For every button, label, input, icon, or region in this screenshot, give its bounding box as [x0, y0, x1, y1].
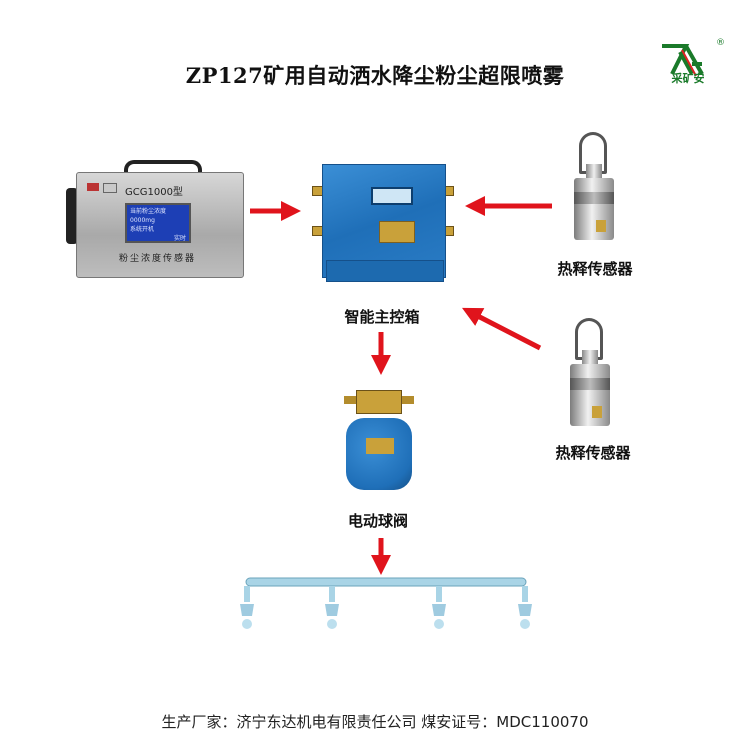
nozzle-icon	[240, 586, 254, 629]
sensor-cylinder	[570, 364, 610, 426]
diagram-title: ZP127矿用自动洒水降尘粉尘超限喷雾	[185, 63, 565, 88]
nozzle-icon	[432, 586, 446, 629]
pir-sensor-2-label: 热释传感器	[555, 444, 631, 462]
nameplate-icon	[379, 221, 415, 243]
main-control-box	[308, 156, 456, 296]
sensor-cap	[586, 164, 602, 178]
sensor-model: GCG1000型	[125, 187, 183, 198]
screen-line: 0000mg	[130, 217, 155, 224]
sensor-band	[570, 378, 610, 390]
view-window	[371, 187, 413, 205]
sensor-name: 粉尘浓度传感器	[119, 254, 197, 264]
dust-sensor: GCG1000型 当前粉尘浓度 0000mg 系统开机 实时 粉尘浓度传感器	[66, 160, 248, 280]
tag-icon	[596, 220, 606, 232]
screen-line: 实时	[173, 235, 186, 242]
nozzle-icon	[518, 586, 532, 629]
sensor-screen: 当前粉尘浓度 0000mg 系统开机 实时	[125, 203, 191, 243]
main-box-label: 智能主控箱	[344, 308, 420, 326]
manufacturer-footer: 生产厂家：济宁东达机电有限责任公司 煤安证号：MDC110070	[161, 713, 589, 731]
sensor-band	[574, 192, 614, 204]
spray-pipe	[240, 577, 532, 629]
box-housing	[322, 164, 446, 278]
pir-sensor-1	[570, 132, 620, 252]
tag-icon	[592, 406, 602, 418]
pir-sensor-2	[566, 318, 616, 438]
registered-mark: ®	[716, 38, 725, 48]
sensor-housing: GCG1000型 当前粉尘浓度 0000mg 系统开机 实时 粉尘浓度传感器	[76, 172, 244, 278]
valve-housing	[346, 418, 412, 490]
sensor-cap	[582, 350, 598, 364]
valve-label: 电动球阀	[347, 512, 408, 530]
arrow-pir2-to-box	[461, 307, 542, 351]
screen-line: 系统开机	[130, 226, 155, 233]
nameplate-icon	[366, 438, 394, 454]
company-logo	[662, 44, 704, 77]
nozzle-icon	[325, 586, 339, 629]
screen-line: 当前粉尘浓度	[130, 208, 167, 215]
box-base	[326, 260, 444, 282]
badge-icon	[103, 183, 117, 193]
logo-text: 采矿安	[671, 72, 705, 85]
pir-sensor-1-label: 热释传感器	[557, 260, 633, 278]
valve-coupling	[356, 390, 402, 414]
side-mount	[66, 188, 78, 244]
electric-ball-valve	[338, 380, 420, 498]
badge-icon	[87, 183, 99, 191]
sensor-cylinder	[574, 178, 614, 240]
handle-icon	[124, 160, 202, 180]
